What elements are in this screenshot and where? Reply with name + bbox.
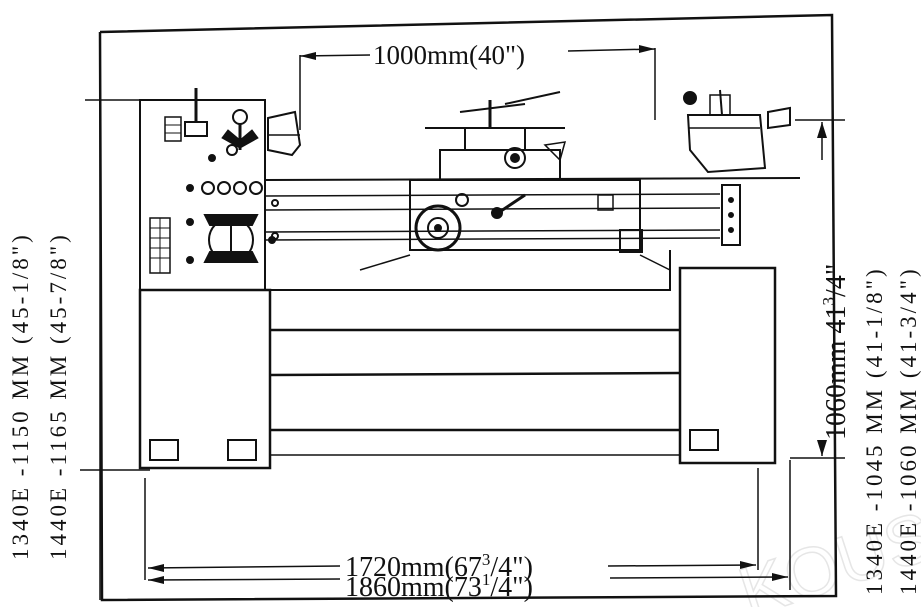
control-knob xyxy=(217,181,231,195)
overall-width-inner: 1720mm(673/4") xyxy=(345,550,533,583)
tailstock xyxy=(686,114,767,174)
left-height-1440e: 1440E -1165 MM (45-7/8") xyxy=(46,232,71,560)
dimension-lines xyxy=(80,48,845,600)
width-outer-tail: /4") xyxy=(490,572,533,603)
svg-text:1060mm 413/4": 1060mm 413/4" xyxy=(819,264,852,440)
right-height-1440e: 1440E -1060 MM (41-3/4") xyxy=(896,266,921,595)
carriage xyxy=(439,149,561,181)
outer-frame xyxy=(98,13,838,602)
width-outer-sup: 1 xyxy=(482,570,491,589)
center-height-tail: /4" xyxy=(821,264,852,297)
chip-tray xyxy=(264,250,671,291)
left-height-1340e: 1340E -1150 MM (45-1/8") xyxy=(8,232,33,560)
base-right-pedestal xyxy=(678,266,777,465)
width-inner-main: 1720mm(67 xyxy=(345,552,482,583)
control-knob xyxy=(233,181,247,195)
width-inner-sup: 3 xyxy=(482,550,491,569)
width-outer-main: 1860mm(73 xyxy=(345,572,482,603)
center-height-main: 1060mm 41 xyxy=(821,305,852,440)
control-knob xyxy=(201,181,215,195)
base-left-pedestal xyxy=(138,288,272,470)
arrowheads xyxy=(148,45,827,584)
lathe-body xyxy=(138,88,801,470)
control-knob xyxy=(249,181,263,195)
right-height-1340e: 1340E -1045 MM (41-1/8") xyxy=(862,266,887,595)
bed-length-dimension: 1000mm(40") xyxy=(373,40,525,70)
chuck xyxy=(267,110,302,157)
center-height-dimension: 1060mm 413/4" xyxy=(819,264,852,440)
width-inner-tail: /4") xyxy=(490,552,533,583)
handwheel xyxy=(414,204,462,252)
apron xyxy=(409,179,641,251)
overall-width-outer: 1860mm(731/4") xyxy=(345,570,533,603)
center-height-sup: 3 xyxy=(819,297,838,306)
